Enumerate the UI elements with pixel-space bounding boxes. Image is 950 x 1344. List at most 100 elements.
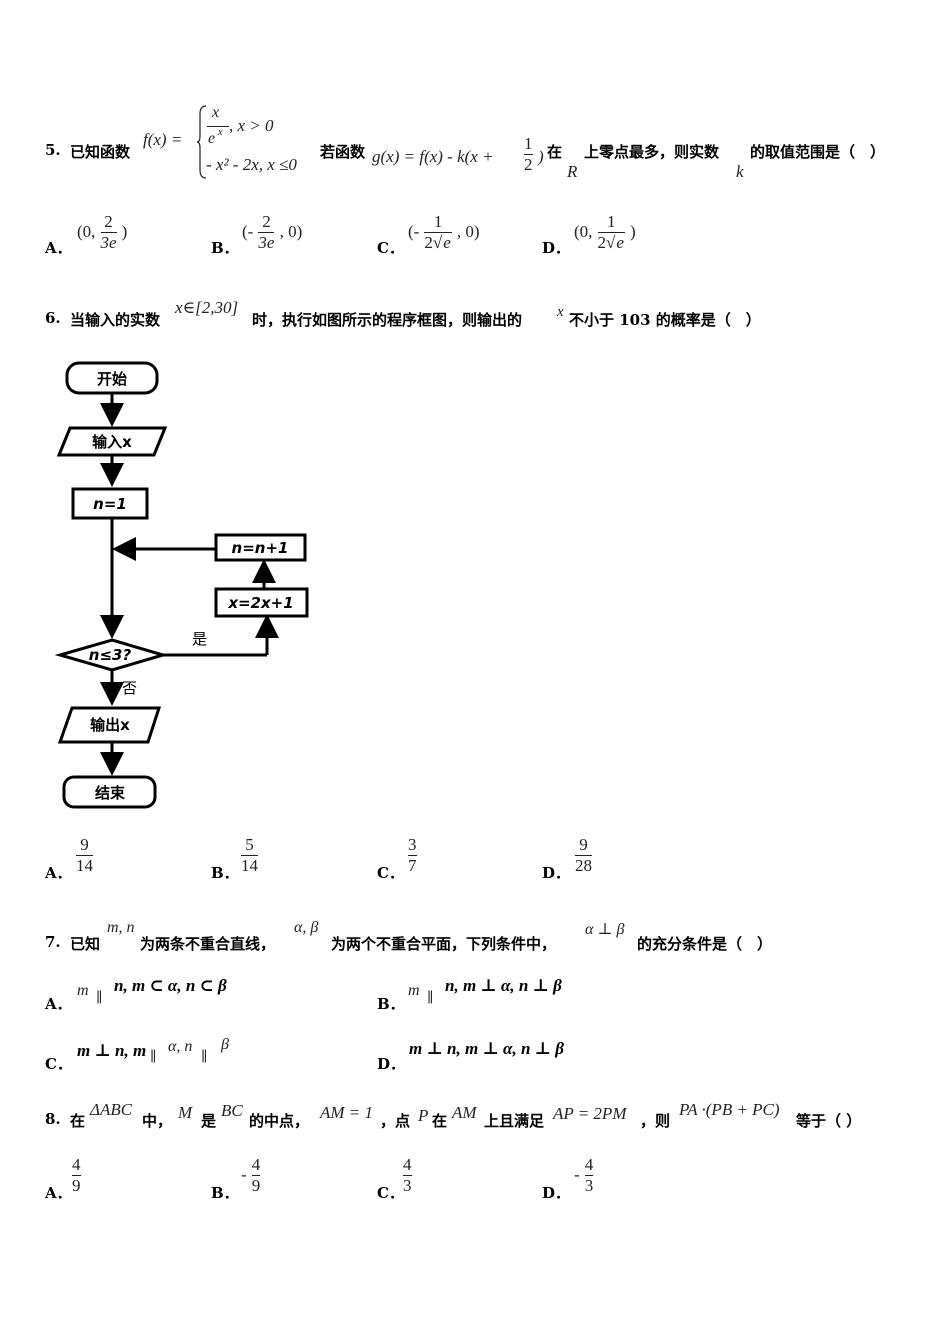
- vector-expression: PA ·(PB + PC): [679, 1100, 780, 1119]
- option-c-label: C．: [377, 1184, 404, 1202]
- case1-denominator: e: [208, 130, 216, 147]
- question-text: 已知函数: [70, 143, 131, 161]
- numerator: 3: [408, 835, 417, 854]
- segment-BC: BC: [221, 1101, 243, 1120]
- question-number: 7.: [45, 933, 61, 951]
- option-d-label: D．: [542, 239, 571, 257]
- option-a-post: ): [121, 222, 128, 241]
- numerator: 9: [579, 835, 588, 854]
- var-x: x: [557, 304, 564, 320]
- numerator: 4: [251, 1155, 261, 1174]
- numerator: 9: [80, 835, 89, 854]
- option-c-label: C．: [45, 1055, 72, 1073]
- option-b-label: B．: [211, 864, 239, 882]
- option-c-post: , 0): [456, 222, 480, 241]
- option-d-pre: (0,: [574, 222, 593, 241]
- question-text: 为两个不重合平面，下列条件中，: [331, 935, 557, 953]
- perp-condition: α ⊥ β: [585, 921, 625, 938]
- question-text: 的取值范围是（ ）: [750, 143, 886, 161]
- option-c-post: β: [221, 1036, 229, 1053]
- init-node: [71, 487, 149, 520]
- denominator: 14: [76, 856, 93, 875]
- option-b-label: B．: [377, 995, 405, 1013]
- option-b-post: , 0): [279, 222, 303, 241]
- denominator: 7: [408, 856, 417, 875]
- question-text: 是: [201, 1112, 217, 1130]
- g-expression: g(x) = f(x) - k(x +: [372, 147, 494, 166]
- question-text: 等于（ ）: [796, 1112, 862, 1130]
- parallel-icon: ∥: [427, 991, 434, 1006]
- question-text: 在: [432, 1112, 448, 1130]
- numerator: 4: [403, 1155, 412, 1174]
- denominator: 9: [72, 1176, 81, 1195]
- option-a-m: m: [77, 982, 89, 999]
- start-label: 开始: [97, 370, 127, 388]
- denominator-coef: 2: [424, 233, 433, 252]
- option-a-rest: n, m ⊂ α, n ⊂ β: [114, 976, 227, 995]
- parallel-icon: ∥: [96, 991, 103, 1006]
- question-text: 为两条不重合直线，: [140, 935, 276, 953]
- question-text: 已知: [70, 935, 101, 953]
- question-text: 上零点最多，则实数: [584, 143, 720, 161]
- set-R: R: [567, 162, 578, 181]
- flowchart: 开始 输入x n=1 n=n+1 x=2x+1 n≤3? 输出x 结束 是 否: [54, 361, 309, 809]
- no-label: 否: [122, 679, 137, 697]
- case1-exponent: x: [218, 127, 223, 138]
- question-text: ，点: [380, 1112, 411, 1130]
- question-text: ，则: [640, 1112, 671, 1130]
- option-b-sign: -: [241, 1165, 247, 1184]
- g-close: ): [538, 147, 544, 166]
- option-a-pre: (0,: [77, 222, 96, 241]
- numerator: 4: [584, 1155, 594, 1174]
- option-d-post: ): [630, 222, 636, 241]
- end-label: 结束: [95, 784, 126, 802]
- case2: - x² - 2x, x ≤0: [206, 155, 297, 174]
- question-text: 时，执行如图所示的程序框图，则输出的: [252, 311, 523, 329]
- question-number: 5.: [45, 141, 61, 159]
- numerator: 1: [606, 212, 616, 231]
- denominator: 3e: [100, 233, 117, 252]
- case1-numerator: x: [212, 104, 220, 121]
- option-b-rest: n, m ⊥ α, n ⊥ β: [445, 976, 562, 995]
- denominator-coef: 2: [597, 233, 607, 252]
- increment-label: n=n+1: [232, 539, 289, 557]
- option-b-m: m: [408, 982, 420, 999]
- output-node: [57, 706, 162, 744]
- option-b-pre: (-: [242, 222, 254, 241]
- segment-AM: AM: [452, 1103, 477, 1122]
- option-b-label: B．: [211, 239, 239, 257]
- denominator: 3: [403, 1176, 412, 1195]
- denominator: 28: [575, 856, 592, 875]
- option-d-label: D．: [542, 864, 571, 882]
- ap-relation: AP = 2PM: [553, 1104, 627, 1123]
- question-text: 的充分条件是（ ）: [637, 935, 773, 953]
- option-c-pre: (-: [408, 222, 420, 241]
- brace-icon: [196, 105, 207, 179]
- denominator-radicand: e: [615, 232, 625, 252]
- question-number: 8.: [45, 1110, 61, 1128]
- question-text: 在: [70, 1112, 86, 1130]
- numerator: 5: [245, 835, 254, 854]
- lines-mn: m, n: [107, 919, 135, 936]
- question-text: 中，: [142, 1112, 173, 1130]
- input-label: 输入x: [92, 433, 132, 451]
- point-P: P: [418, 1106, 429, 1125]
- end-node: [62, 775, 157, 809]
- option-a-label: A．: [45, 239, 72, 257]
- update-node: [214, 587, 309, 618]
- parallel-icon: ∥: [150, 1050, 157, 1065]
- option-c-mid: α, n: [168, 1038, 193, 1055]
- input-node: [56, 426, 168, 457]
- option-a-label: A．: [45, 864, 72, 882]
- question-text: 当输入的实数: [70, 311, 161, 329]
- option-c-pre: m ⊥ n, m: [77, 1041, 147, 1060]
- option-c-label: C．: [377, 864, 404, 882]
